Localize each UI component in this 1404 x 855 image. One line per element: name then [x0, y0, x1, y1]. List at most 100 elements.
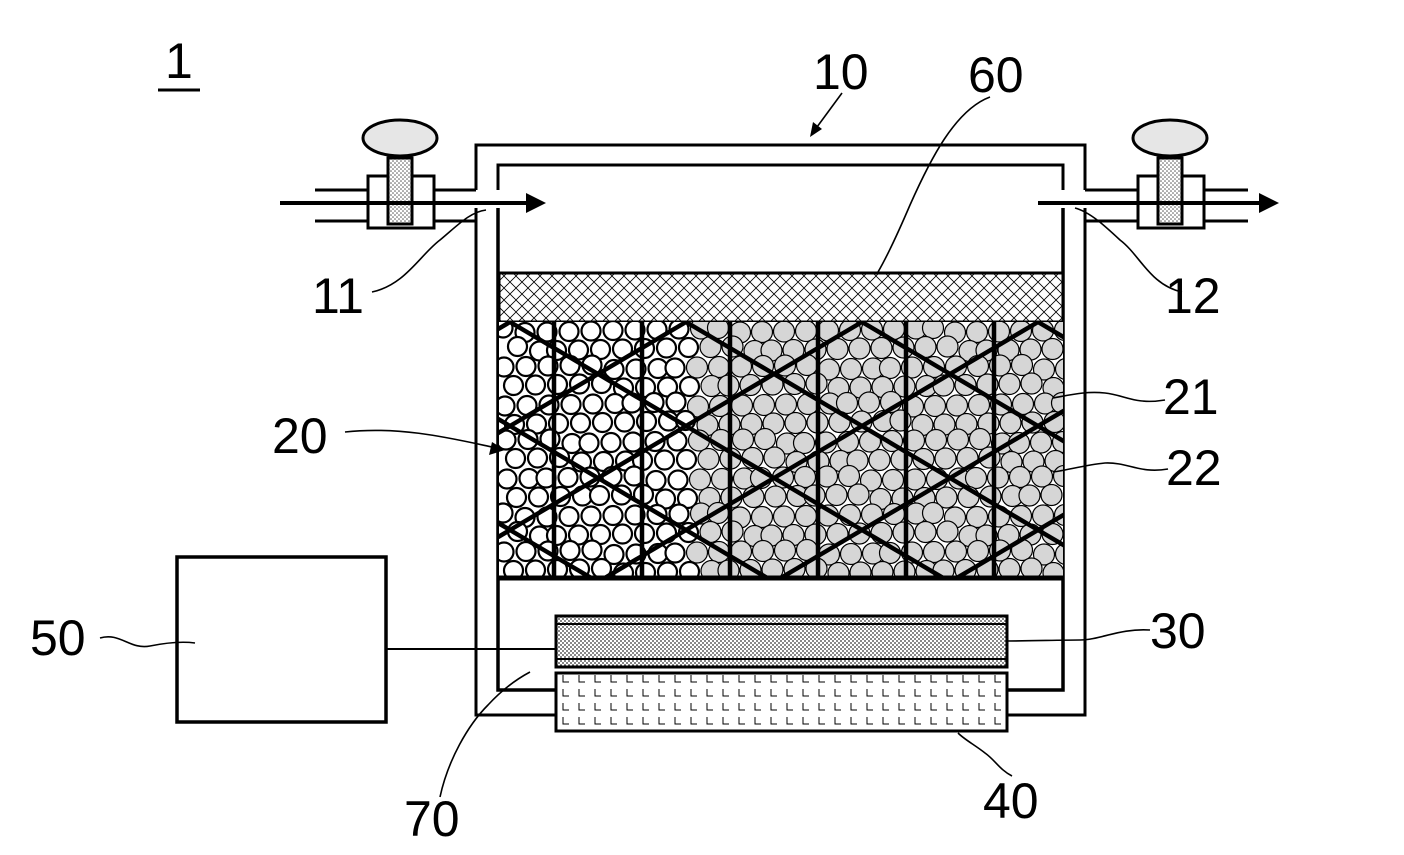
figure-label: 1: [165, 33, 193, 89]
particle: [656, 561, 679, 577]
particle: [870, 336, 893, 360]
particle: [569, 412, 592, 434]
particle: [678, 375, 701, 398]
particle: [499, 502, 514, 524]
particle: [793, 465, 817, 489]
particle: [848, 337, 871, 360]
particle: [688, 468, 712, 491]
particle: [1042, 561, 1063, 577]
adsorbent-particles: [499, 322, 1063, 577]
label-50: 50: [30, 610, 86, 666]
particle: [591, 411, 614, 434]
particle: [849, 561, 872, 577]
particle: [1020, 557, 1043, 577]
controller-box: [175, 555, 388, 724]
leader-50: [99, 635, 196, 648]
honeycomb-cell: [1082, 374, 1170, 478]
particle: [697, 447, 720, 471]
particle: [499, 395, 516, 417]
particle: [1054, 358, 1063, 380]
filter-layer: [497, 271, 1065, 324]
particle: [967, 393, 991, 417]
particle: [998, 372, 1021, 396]
particle: [792, 431, 816, 455]
particle: [772, 505, 796, 528]
particle: [763, 446, 786, 469]
particle: [602, 504, 624, 527]
honeycomb-cell: [1082, 270, 1170, 374]
particle: [1010, 353, 1034, 377]
particle: [505, 486, 528, 509]
particle: [1040, 483, 1063, 507]
particle: [667, 469, 689, 491]
particle: [923, 394, 947, 418]
particle: [707, 355, 731, 379]
honeycomb-cell: [499, 527, 557, 577]
particle: [558, 505, 580, 528]
particle: [764, 485, 787, 508]
particle: [668, 322, 690, 340]
particle: [859, 469, 883, 492]
particle: [922, 540, 946, 564]
honeycomb-cell: [991, 423, 1063, 533]
particle: [611, 523, 634, 545]
particle: [580, 322, 602, 342]
particle: [600, 431, 622, 454]
particle: [665, 391, 687, 413]
particle: [921, 501, 945, 525]
particle: [1032, 543, 1056, 566]
particle: [502, 559, 525, 577]
outlet-valve[interactable]: [1131, 118, 1209, 230]
particle: [999, 411, 1022, 435]
label-20: 20: [272, 408, 328, 464]
particle: [602, 322, 624, 342]
label-21: 21: [1163, 369, 1219, 425]
particle: [761, 558, 784, 577]
leader-11: [371, 209, 487, 293]
particle: [524, 374, 547, 396]
outlet-valve-handle-icon[interactable]: [1131, 118, 1209, 158]
particle: [881, 468, 905, 492]
particle: [921, 322, 945, 340]
inlet-valve-handle-icon[interactable]: [361, 118, 439, 158]
particle: [622, 431, 644, 453]
honeycomb-cell: [730, 166, 818, 270]
particle: [588, 484, 611, 507]
particle: [871, 560, 894, 577]
particle: [753, 427, 777, 451]
label-60: 60: [968, 47, 1024, 103]
particle: [499, 541, 515, 563]
particle: [986, 466, 1010, 489]
particle: [633, 522, 656, 545]
particle: [499, 356, 515, 378]
particle: [675, 448, 698, 471]
particle: [968, 427, 992, 451]
particle: [839, 542, 863, 566]
honeycomb-cell: [639, 527, 733, 577]
particle: [653, 449, 676, 471]
particle: [751, 539, 775, 563]
inlet-valve[interactable]: [361, 118, 439, 230]
particle: [847, 483, 870, 506]
particle: [839, 357, 863, 381]
honeycomb-cell: [554, 166, 642, 270]
particle: [878, 356, 902, 380]
leader-60: [877, 96, 991, 273]
particle: [590, 557, 613, 577]
particle: [924, 428, 948, 452]
label-70: 70: [404, 791, 460, 847]
honeycomb-cell: [906, 166, 994, 270]
particle: [837, 464, 861, 488]
leader-40: [957, 732, 1013, 777]
particle: [559, 539, 581, 562]
particle: [580, 505, 602, 527]
particle: [857, 391, 881, 414]
outlet-arrow-head: [1259, 193, 1279, 213]
particle: [750, 505, 774, 529]
particle: [710, 467, 734, 491]
particle: [914, 520, 937, 544]
particle: [685, 541, 709, 564]
particle: [546, 373, 569, 396]
particle: [664, 542, 686, 564]
